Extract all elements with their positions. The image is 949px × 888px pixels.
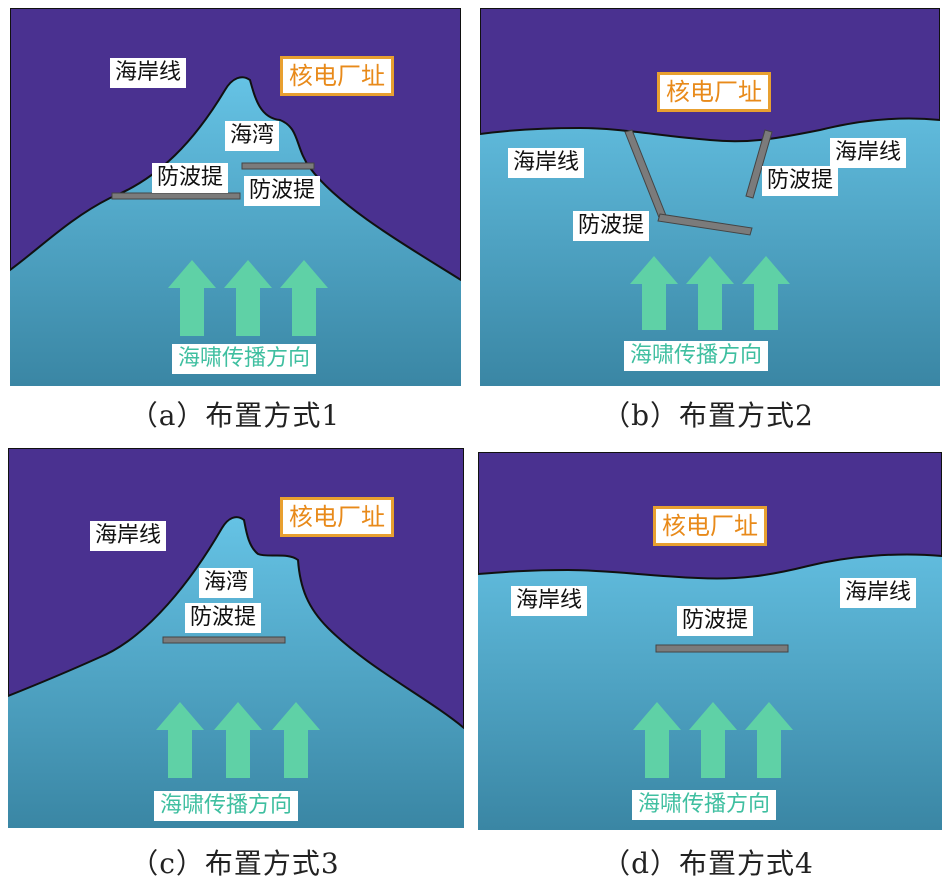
bay-label: 海湾: [225, 121, 280, 151]
tsunami-direction-label: 海啸传播方向: [632, 790, 777, 820]
breakwater-label-2: 防波提: [573, 211, 650, 241]
panel-c: 海岸线 核电厂址 海湾 防波提 海啸传播方向: [8, 448, 464, 828]
breakwater-label-1: 防波提: [152, 163, 229, 193]
tsunami-arrows: [156, 702, 320, 778]
plant-site-label: 核电厂址: [280, 497, 394, 537]
breakwater-2: [241, 162, 315, 170]
panel-a: 海岸线 核电厂址 海湾 防波提 防波提 海啸传播方向: [10, 8, 461, 386]
panel-d: 核电厂址 海岸线 海岸线 防波提 海啸传播方向: [478, 452, 942, 830]
breakwater-bottom: [657, 213, 753, 236]
caption-b: （b）布置方式2: [602, 399, 814, 432]
plant-site-label: 核电厂址: [280, 56, 394, 96]
coastline-label-right: 海岸线: [840, 578, 917, 608]
panel-b-map: [480, 8, 940, 386]
coastline-label-left: 海岸线: [511, 586, 588, 616]
breakwaters: [624, 129, 773, 236]
caption-a: （a）布置方式1: [129, 399, 341, 432]
tsunami-arrows: [630, 256, 790, 330]
bay-label: 海湾: [199, 568, 254, 598]
breakwater: [162, 636, 286, 644]
coastline-label-right: 海岸线: [830, 138, 907, 168]
panel-c-map: [8, 448, 464, 828]
breakwater-label: 防波提: [677, 606, 754, 636]
coastline-label-left: 海岸线: [508, 148, 585, 178]
plant-site-label: 核电厂址: [657, 72, 771, 112]
coastline-label: 海岸线: [110, 58, 187, 88]
tsunami-arrows: [168, 260, 328, 336]
breakwater: [655, 644, 789, 653]
breakwater-label-2: 防波提: [244, 176, 321, 206]
coastline-label: 海岸线: [90, 521, 167, 551]
breakwater-right: [745, 129, 773, 199]
caption-d: （d）布置方式4: [602, 847, 814, 880]
breakwater-1: [111, 192, 241, 200]
tsunami-direction-label: 海啸传播方向: [154, 791, 299, 821]
breakwater-label-1: 防波提: [762, 166, 839, 196]
tsunami-direction-label: 海啸传播方向: [624, 341, 769, 371]
tsunami-direction-label: 海啸传播方向: [172, 344, 317, 374]
caption-c: （c）布置方式3: [130, 847, 340, 880]
panel-b: 核电厂址 海岸线 海岸线 防波提 防波提 海啸传播方向: [480, 8, 940, 386]
tsunami-arrows: [633, 702, 793, 778]
plant-site-label: 核电厂址: [653, 506, 767, 546]
breakwater-label: 防波提: [185, 603, 262, 633]
